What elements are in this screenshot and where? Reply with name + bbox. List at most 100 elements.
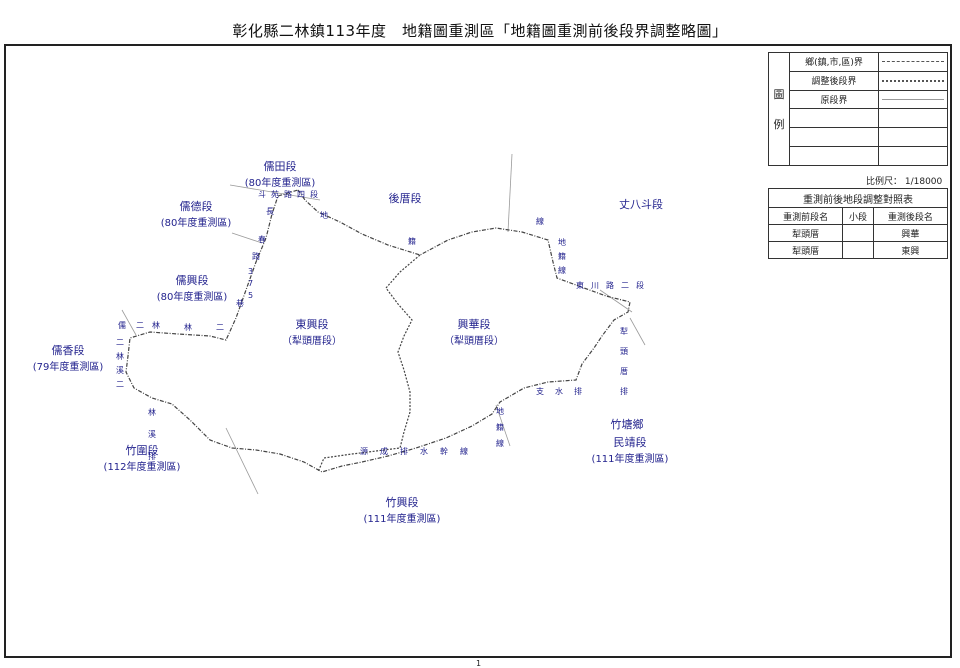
legend-body: 鄉(鎮,市,區)界 調整後段界 原段界 (790, 53, 947, 165)
section-name: 東興段 (295, 318, 329, 331)
map-title: 彰化縣二林鎮113年度 地籍圖重測區「地籍圖重測前後段界調整略圖」 (232, 22, 728, 40)
road-label-zhishui: 支水排 (536, 387, 593, 396)
section-sub: (80年度重測區) (156, 292, 228, 303)
table-cell: 犁頭厝 (767, 241, 844, 259)
road-label-linr: 林二 (184, 323, 248, 332)
section-label-ruxing: 儒興段 (80年度重測區) (148, 272, 236, 303)
section-name: 儒香段 (51, 344, 85, 357)
legend-row: 鄉(鎮,市,區)界 (790, 53, 947, 72)
section-name: 後厝段 (388, 192, 422, 205)
section-name: 丈八斗段 (619, 198, 663, 211)
section-name: 竹興段 (385, 496, 419, 509)
section-label-minjing: 民靖段 (111年度重測區) (584, 434, 676, 465)
road-label-ji: 籍 (408, 237, 416, 246)
road-label-linxi: 林溪排 (148, 408, 156, 461)
table-cell: 東興 (872, 241, 949, 259)
section-sub: (111年度重測區) (591, 454, 669, 465)
original-boundary-line (231, 232, 263, 244)
original-line-symbol (882, 99, 944, 101)
road-label-doyuan: 斗苑路四段 (258, 190, 323, 199)
legend-row-name (790, 109, 879, 128)
section-label-dongxing: 東興段 （犁頭厝段） (270, 316, 354, 347)
section-label-ruxiang: 儒香段 (79年度重測區) (24, 342, 112, 373)
legend-row-name (790, 128, 879, 147)
legend-row (790, 128, 947, 148)
original-boundary-line (629, 317, 646, 346)
road-label-yuancheng: 源成排水幹線 (360, 447, 480, 456)
road-label-dijixian-south: 地籍線 (496, 407, 504, 448)
comparison-table: 重測前後地段調整對照表 重測前段名 小段 重測後段名 犁頭厝 興華 犁頭厝 東興 (767, 188, 949, 259)
road-label-dijixian-east: 地籍線 (558, 238, 566, 275)
scale-text: 比例尺： 1/18000 (866, 177, 943, 187)
original-boundary-line (507, 153, 513, 233)
table-cell (842, 224, 874, 242)
road-label-erlinxi: 二林溪二 (116, 338, 124, 389)
legend-heading-bottom: 例 (773, 118, 785, 131)
road-label-lu: 路 (252, 252, 260, 261)
legend-heading: 圖 例 (769, 53, 790, 165)
section-label-zhutang: 竹塘鄉 (592, 416, 662, 432)
table-header: 重測後段名 (872, 207, 949, 225)
original-boundary-line (229, 184, 321, 201)
legend-heading-top: 圖 (773, 88, 785, 101)
original-boundary-line (225, 427, 259, 495)
road-label-chun: 春 (258, 235, 266, 244)
section-name: 儒田段 (263, 160, 297, 173)
legend-row-name: 原段界 (790, 90, 879, 109)
section-label-zhangbadou: 丈八斗段 (606, 196, 676, 212)
table-header-row: 重測前段名 小段 重測後段名 (767, 207, 949, 225)
table-row: 犁頭厝 興華 (767, 224, 949, 242)
road-label-dongchuan: 東川路二段 (576, 281, 651, 290)
section-sub: （犁頭厝段） (282, 336, 342, 347)
table-header: 小段 (842, 207, 874, 225)
section-name: 竹塘鄉 (610, 418, 644, 431)
section-name: 民靖段 (613, 436, 647, 449)
legend-row (790, 109, 947, 129)
table-cell (842, 241, 874, 259)
original-boundary-line (121, 309, 137, 336)
legend-row-name: 調整後段界 (790, 71, 879, 90)
road-label-xiang: 巷 (236, 299, 244, 308)
page-number: 1 (476, 659, 482, 668)
table-title: 重測前後地段調整對照表 (768, 188, 948, 208)
road-label-erlin: 二林 (136, 321, 168, 330)
legend-row (790, 147, 947, 165)
table-row: 犁頭厝 東興 (767, 241, 949, 259)
section-sub: （犁頭厝段） (444, 336, 504, 347)
table-cell: 興華 (872, 224, 949, 242)
section-label-zhuxing: 竹興段 (111年度重測區) (356, 494, 448, 525)
section-label-rude: 儒德段 (80年度重測區) (152, 198, 240, 229)
section-label-rutian: 儒田段 (80年度重測區) (236, 158, 324, 189)
legend: 圖 例 鄉(鎮,市,區)界 調整後段界 原段界 (768, 52, 948, 166)
road-label-number: 375 (248, 267, 254, 300)
original-boundary-line (599, 289, 633, 313)
section-sub: (79年度重測區) (32, 362, 104, 373)
section-label-zhuwei: 竹圍段 (112年度重測區) (96, 442, 188, 473)
road-label-di: 地 (320, 211, 328, 220)
original-boundary-line (495, 404, 511, 447)
legend-row: 原段界 (790, 90, 947, 110)
table-header: 重測前段名 (767, 207, 844, 225)
section-name: 興華段 (457, 318, 491, 331)
section-name: 竹圍段 (125, 444, 159, 457)
section-label-xinghua: 興華段 （犁頭厝段） (432, 316, 516, 347)
table-title-row: 重測前後地段調整對照表 (768, 188, 948, 208)
adjusted-section-boundary (317, 254, 421, 473)
map-frame (4, 44, 952, 658)
section-name: 儒德段 (179, 200, 213, 213)
township-line-symbol (882, 61, 944, 63)
section-name: 儒興段 (175, 274, 209, 287)
section-sub: (112年度重測區) (103, 462, 181, 473)
table-cell: 犁頭厝 (767, 224, 844, 242)
section-sub: (80年度重測區) (160, 218, 232, 229)
legend-row-name (790, 147, 879, 165)
road-label-xian: 線 (536, 217, 544, 226)
section-label-houcuo: 後厝段 (370, 190, 440, 206)
section-sub: (111年度重測區) (363, 514, 441, 525)
adjusted-line-symbol (882, 79, 944, 82)
legend-row: 調整後段界 (790, 71, 947, 91)
road-label-litoucuo: 犁頭厝排 (620, 327, 628, 396)
legend-row-name: 鄉(鎮,市,區)界 (790, 53, 879, 71)
road-label-zhang: 長 (266, 207, 274, 216)
